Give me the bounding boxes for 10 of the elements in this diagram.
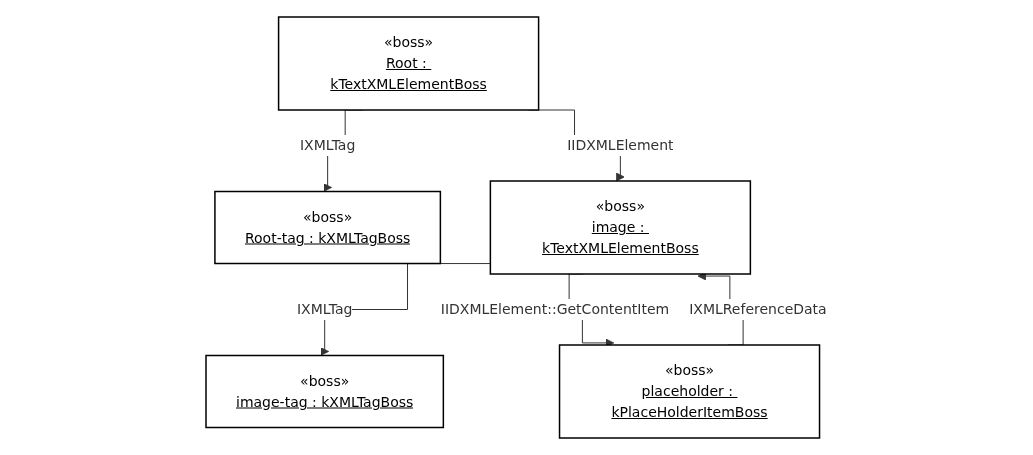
node-box: «boss» Root : kTextXMLElementBoss xyxy=(278,16,540,111)
node-box: «boss» Root-tag : kXMLTagBoss xyxy=(214,190,442,265)
edge-label: IIDXMLElement::GetContentItem xyxy=(440,301,670,317)
node-box: «boss» placeholder : kPlaceHolderItemBoss xyxy=(558,344,821,439)
edge-label: IXMLTag xyxy=(297,301,353,317)
edge-label: IXMLReferenceData xyxy=(689,301,827,317)
node-box: «boss» image-tag : kXMLTagBoss xyxy=(205,354,445,429)
edge-label: IXMLTag xyxy=(300,137,356,153)
node-box: «boss» image : kTextXMLElementBoss xyxy=(489,180,752,275)
edge-label: IIDXMLElement xyxy=(567,137,674,153)
